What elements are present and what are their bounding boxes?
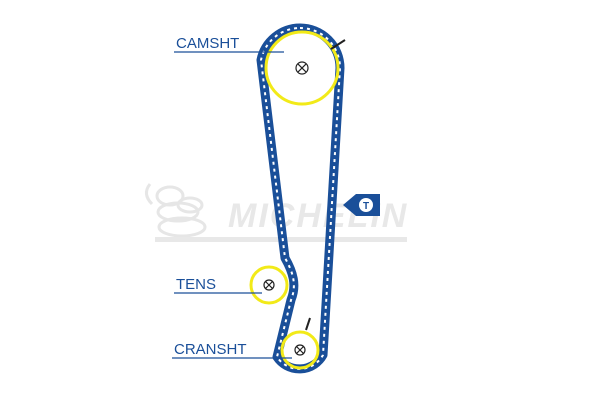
label-tensioner: TENS [174, 276, 262, 294]
crankshaft-timing-mark [305, 317, 311, 331]
crankshaft-pulley-ring [280, 330, 320, 370]
label-crankshaft: CRANSHT [172, 341, 292, 359]
tensioner-label: TENS [176, 276, 216, 293]
camshaft-pulley-ring [264, 30, 340, 106]
watermark-text: MICHELIN [228, 197, 408, 235]
badge-letter: T [363, 201, 369, 212]
camshaft-label: CAMSHT [176, 35, 239, 52]
crankshaft-pulley [280, 317, 320, 370]
crankshaft-label: CRANSHT [174, 341, 247, 358]
tensioner-pulley-ring [249, 265, 289, 305]
tensioner-badge: T [343, 194, 380, 216]
camshaft-pulley [264, 30, 346, 106]
circle-x-icon [263, 279, 275, 291]
circle-x-icon [295, 61, 309, 75]
michelin-man-logo [145, 183, 207, 238]
badge-circle [359, 198, 373, 212]
label-camshaft: CAMSHT [174, 35, 284, 53]
belt-teeth [259, 26, 342, 370]
camshaft-timing-mark [330, 39, 346, 50]
circle-x-icon [294, 344, 306, 356]
tensioner-pulley [249, 265, 289, 305]
